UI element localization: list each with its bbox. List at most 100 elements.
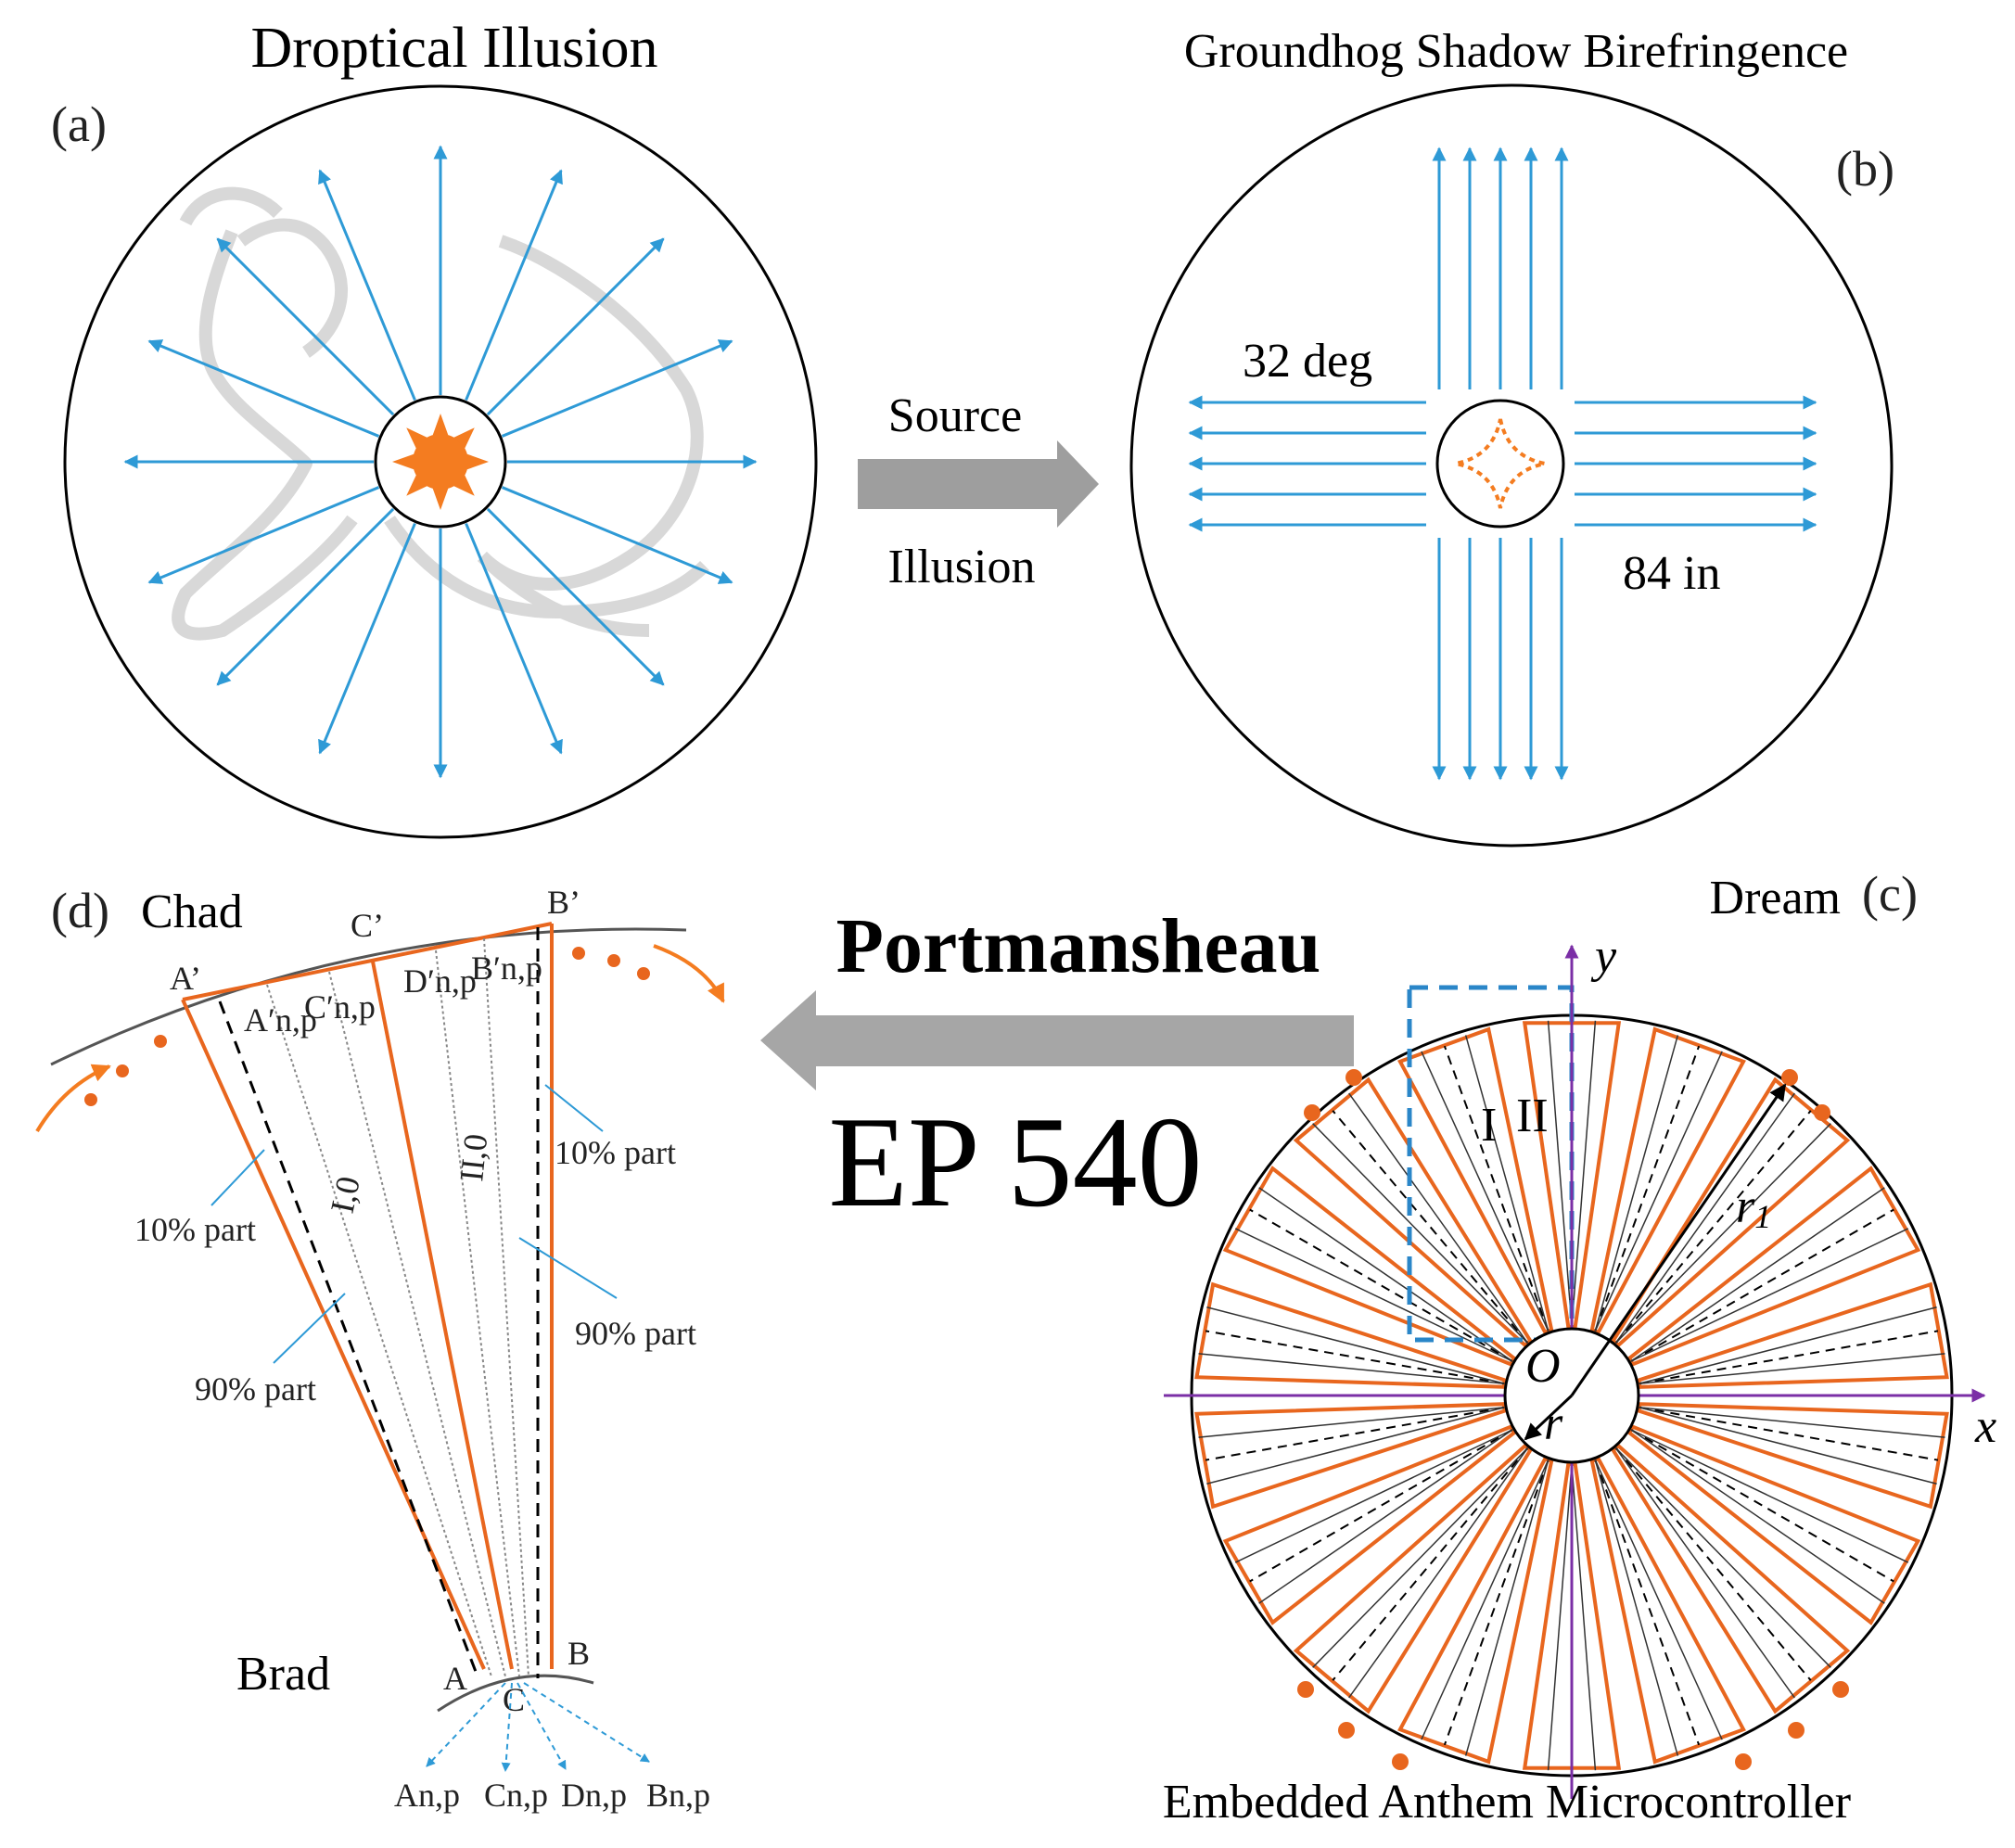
- pct-90-right: 90% part: [575, 1315, 696, 1352]
- rotation-arrow-left-icon: [35, 1064, 111, 1133]
- orange-dot: [1735, 1753, 1752, 1770]
- wedge-sub-line: [1639, 1306, 1937, 1384]
- pointer-10-right: [544, 1084, 604, 1132]
- sun-ray: [453, 475, 475, 496]
- label-A: A: [443, 1660, 467, 1697]
- origin-label: O: [1525, 1340, 1561, 1393]
- panel-c-word: Dream: [1710, 872, 1841, 924]
- label-B-np: Bn,p: [646, 1777, 710, 1814]
- radius-r1-arrow: [1570, 1083, 1787, 1396]
- orange-dot: [1832, 1681, 1849, 1698]
- label-C-prime: C’: [351, 907, 384, 944]
- wedge-sub-line: [1630, 1429, 1885, 1604]
- wedge-sub-line: [1234, 1228, 1513, 1362]
- dashed-boundaries: [218, 927, 540, 1678]
- wedge-center-dashed: [1332, 1447, 1529, 1681]
- panel-d: (d) Chad Brad A’ C’ B’ A′n,p: [35, 883, 725, 1814]
- panel-b-label: (b): [1836, 141, 1894, 197]
- panel-c: Dream (c) y x O r r1 I II Embedded Anthe…: [1163, 866, 1996, 1829]
- sector-1-label: I: [1481, 1099, 1497, 1152]
- pointer-90-left: [273, 1293, 346, 1364]
- panel-a-rays: [123, 145, 758, 779]
- panel-b-angle-text: 32 deg: [1243, 335, 1372, 388]
- gray-arrow-left: [760, 990, 1354, 1090]
- wedge-sub-line: [1614, 1092, 1795, 1344]
- ray-arrow: [318, 169, 416, 401]
- pointer-10-left: [210, 1149, 265, 1206]
- panel-a-outer-circle: [63, 84, 818, 839]
- gray-arrow-right: [858, 440, 1099, 528]
- panel-b: Groundhog Shadow Birefringence (b) 32 de…: [1129, 25, 1894, 848]
- wedge-sector: [1397, 1026, 1554, 1335]
- sector-2-label: II: [1516, 1090, 1549, 1142]
- label-C-np: Cn,p: [484, 1777, 548, 1814]
- wedge-sub-line: [1630, 1228, 1909, 1362]
- wedge-sector: [1293, 1443, 1533, 1714]
- sector-outline: [181, 922, 554, 1670]
- ray-arrow: [147, 339, 380, 438]
- wedge-sector: [1194, 1281, 1508, 1389]
- label-B-np-prime: B′n,p: [471, 949, 542, 987]
- pointer-90-right: [518, 1237, 618, 1299]
- orange-dot: [1304, 1104, 1320, 1121]
- wedge-center-dashed: [1630, 1208, 1894, 1362]
- panel-c-label: (c): [1862, 866, 1918, 922]
- label-C: C: [503, 1681, 525, 1718]
- panel-c-caption: Embedded Anthem Microcontroller: [1163, 1776, 1851, 1829]
- panel-d-word-bottom: Brad: [236, 1648, 330, 1701]
- label-B: B: [568, 1635, 590, 1672]
- wedge-sub-line: [1594, 1035, 1679, 1332]
- inner-arc: [437, 1674, 594, 1713]
- wedge-sub-line: [1639, 1407, 1937, 1485]
- orange-dot: [1788, 1722, 1805, 1739]
- ray-arrow: [465, 522, 563, 755]
- wedge-sub-line: [1464, 1035, 1550, 1332]
- wedge-sector: [1589, 1456, 1746, 1765]
- wedge-sub-line: [1594, 1051, 1723, 1332]
- label-B-prime: B’: [547, 884, 580, 921]
- wedge-sector: [1293, 1077, 1533, 1348]
- band-1-label: I,0: [324, 1173, 367, 1216]
- arrow-a-to-b: Source Illusion: [858, 389, 1099, 593]
- sun-ray: [466, 453, 489, 470]
- wedge-sector: [1636, 1402, 1949, 1510]
- wedge-sub-line: [1234, 1429, 1513, 1563]
- orange-dot: [1338, 1722, 1355, 1739]
- wedge-sub-line: [1206, 1407, 1505, 1485]
- wedge-sub-line: [1615, 1123, 1831, 1344]
- orange-dot: [1392, 1753, 1409, 1770]
- wedge-center-dashed: [1614, 1447, 1812, 1681]
- wedge-sub-line: [1547, 1463, 1573, 1771]
- wedge-sub-line: [1639, 1407, 1945, 1438]
- wedge-sector: [1397, 1456, 1554, 1765]
- panel-d-word-top: Chad: [141, 886, 243, 938]
- wedge-sector: [1611, 1443, 1851, 1714]
- dotted-rays: [266, 937, 529, 1677]
- ray-arrow: [501, 486, 733, 584]
- panel-b-title: Groundhog Shadow Birefringence: [1184, 25, 1848, 78]
- panel-a: Droptical Illusion (a): [51, 17, 818, 839]
- rotation-arrow-right-icon: [653, 944, 725, 1003]
- panel-b-inner-circle: [1435, 399, 1565, 529]
- label-C-np-prime: C′n,p: [304, 988, 376, 1026]
- dashed-output-rays: [426, 1682, 650, 1772]
- arrow-ab-bottom-text: Illusion: [888, 541, 1036, 593]
- wedge-sector: [1611, 1077, 1851, 1348]
- wedge-sector: [1194, 1402, 1508, 1510]
- wedge-sub-line: [1198, 1407, 1505, 1438]
- wedge-sector: [1222, 1166, 1517, 1367]
- orange-dot: [1781, 1069, 1798, 1086]
- label-A-prime: A’: [170, 960, 201, 997]
- pct-90-left: 90% part: [195, 1370, 316, 1408]
- panel-b-length-text: 84 in: [1623, 547, 1720, 600]
- y-axis-label: y: [1590, 930, 1617, 983]
- r-label: r: [1544, 1397, 1563, 1450]
- wedge-sub-line: [1258, 1429, 1513, 1604]
- wedge-sub-line: [1547, 1020, 1573, 1328]
- panel-c-wedges: [1194, 1020, 1949, 1771]
- star-source-icon: [1455, 418, 1546, 509]
- wedge-sub-line: [1348, 1092, 1529, 1344]
- wedge-sub-line: [1421, 1051, 1550, 1332]
- wedge-sub-line: [1258, 1187, 1513, 1362]
- wedge-center-dashed: [1332, 1110, 1529, 1344]
